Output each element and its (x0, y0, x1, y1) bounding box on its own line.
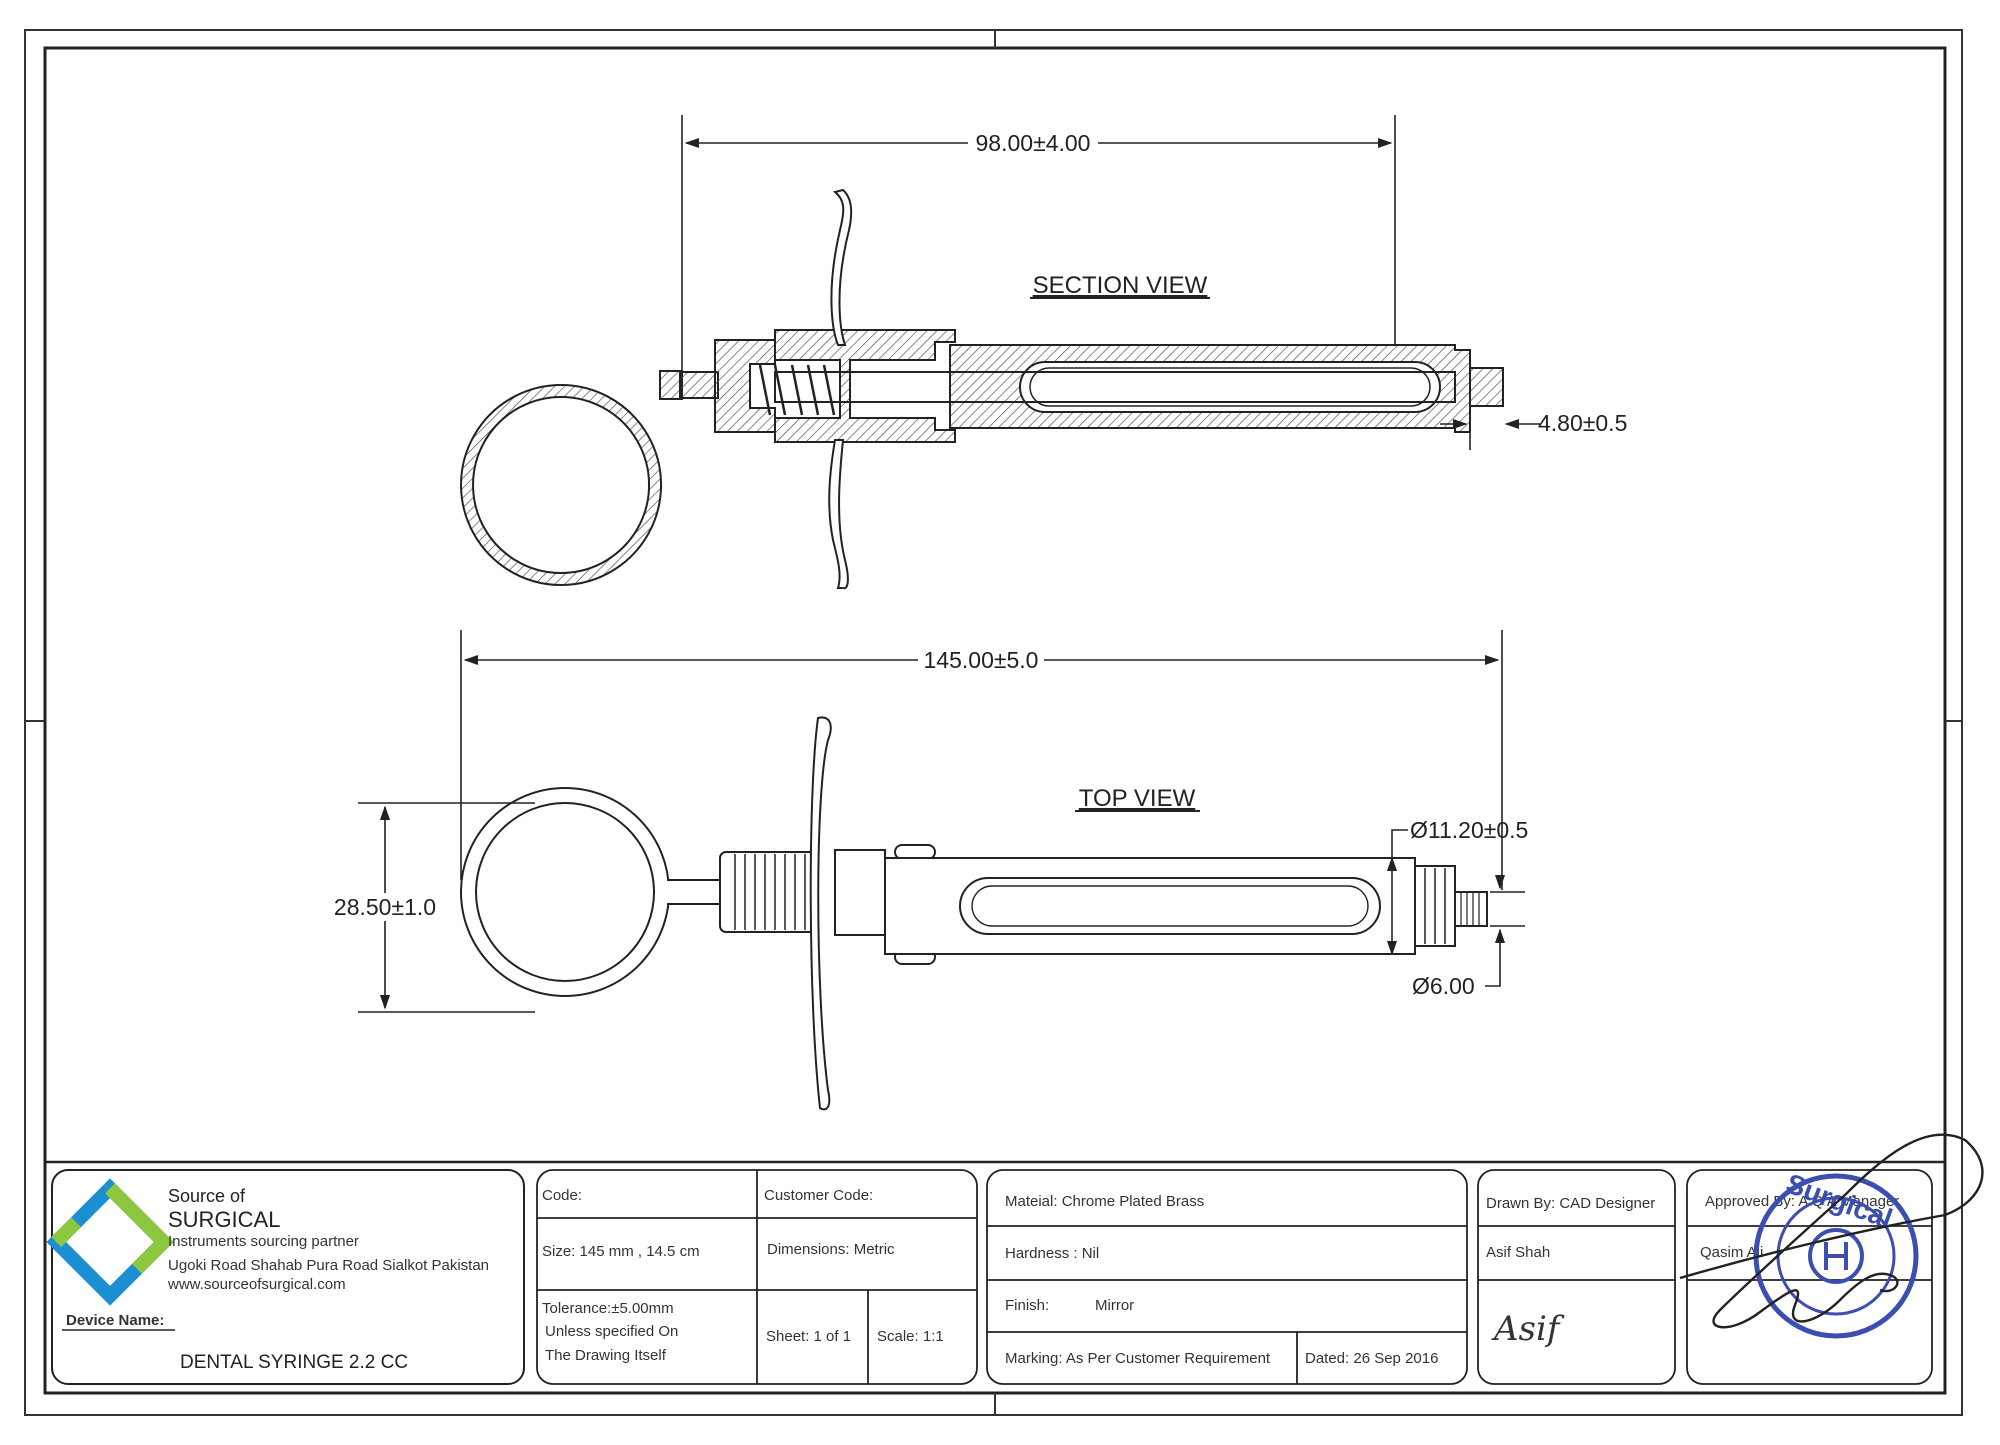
dim-tip-thread (1485, 875, 1525, 987)
device-name-label: Device Name: (66, 1312, 164, 1329)
tolerance-line-3: The Drawing Itself (545, 1347, 667, 1364)
company-name-line2: SURGICAL (168, 1207, 280, 1232)
approved-by-name: Qasim Ali (1700, 1244, 1763, 1261)
company-address: Ugoki Road Shahab Pura Road Sialkot Paki… (168, 1257, 489, 1274)
top-flange-cap-top (894, 844, 936, 860)
hardness-value: Hardness : Nil (1005, 1245, 1099, 1262)
tolerance-line-1: Tolerance:±5.00mm (542, 1300, 674, 1317)
section-ring-stem (659, 370, 683, 400)
dim-ring-height-bg (328, 893, 443, 921)
scale-value: Scale: 1:1 (877, 1328, 944, 1345)
drawn-by-label: Drawn By: CAD Designer (1486, 1195, 1655, 1212)
section-tip (1469, 367, 1504, 407)
company-logo (46, 1178, 174, 1306)
sheet-value: Sheet: 1 of 1 (766, 1328, 851, 1345)
drawn-by-signature: Asif (1491, 1309, 1565, 1349)
top-finger-ring-inner (475, 802, 655, 982)
material-value: Mateial: Chrome Plated Brass (1005, 1193, 1204, 1210)
dim-section-length-bg (968, 128, 1098, 156)
top-front-knurl-lines (1424, 868, 1446, 944)
top-tip-thread-lines (1460, 893, 1480, 925)
section-barrel-inner (1029, 367, 1431, 407)
inner-frame (43, 46, 1947, 1395)
dim-overall-length-label: 145.00±5.0 (924, 647, 1039, 673)
code-label: Code: (542, 1187, 582, 1204)
section-view (460, 188, 1504, 590)
company-name-line1: Source of (168, 1186, 246, 1206)
drawn-by-name: Asif Shah (1486, 1244, 1550, 1261)
dim-tip-thread-label: Ø6.00 (1412, 973, 1475, 999)
dimensions-value: Dimensions: Metric (767, 1241, 895, 1258)
section-finger-ring (460, 384, 663, 586)
tolerance-line-2: Unless specified On (545, 1323, 678, 1340)
section-plunger-rod (774, 371, 1456, 403)
company-tagline: Instruments sourcing partner (168, 1233, 359, 1250)
section-rear-nut (714, 339, 776, 433)
top-finger-flange (809, 716, 832, 1111)
dim-ring-height-label: 28.50±1.0 (334, 894, 436, 920)
dated-value: Dated: 26 Sep 2016 (1305, 1350, 1438, 1367)
dim-tip-diameter-label: 4.80±0.5 (1538, 410, 1627, 436)
codes-panel (536, 1169, 978, 1385)
top-ring-stem (667, 879, 721, 905)
top-flange-block (834, 849, 886, 936)
section-finger-flange (830, 188, 853, 346)
finish-label: Finish: (1005, 1297, 1049, 1314)
customer-code-label: Customer Code: (764, 1187, 873, 1204)
finish-value: Mirror (1095, 1297, 1134, 1314)
dim-tip-diameter (1440, 405, 1540, 450)
top-view-title: TOP VIEW (1079, 785, 1196, 812)
size-value: Size: 145 mm , 14.5 cm (542, 1243, 700, 1260)
section-finger-flange-lower (828, 439, 849, 590)
approver-signature (1679, 1133, 1984, 1329)
drawn-by-panel (1477, 1169, 1676, 1385)
top-tip-thread (1454, 891, 1488, 927)
top-rear-knurl-lines (734, 854, 806, 930)
section-view-title: SECTION VIEW (1033, 272, 1208, 299)
device-name: DENTAL SYRINGE 2.2 CC (180, 1352, 408, 1373)
section-spring-housing (774, 329, 956, 443)
dim-barrel-diameter (1386, 829, 1408, 956)
top-barrel-window-inner (971, 885, 1369, 927)
dim-barrel-diameter-label: Ø11.20±0.5 (1410, 817, 1528, 843)
dim-section-length-label: 98.00±4.00 (976, 130, 1091, 156)
section-plunger-end (679, 371, 719, 399)
centering-marks (25, 30, 1962, 1415)
company-panel: Source of SURGICAL Instruments sourcing … (46, 1169, 525, 1385)
section-spring (758, 364, 836, 416)
section-barrel-bore (1019, 361, 1441, 413)
top-view (460, 716, 1488, 1111)
material-panel (986, 1169, 1468, 1385)
company-website: www.sourceofsurgical.com (167, 1276, 346, 1293)
outer-frame (24, 29, 1963, 1416)
approved-by-label: Approved By: A Q A Manager (1705, 1193, 1899, 1210)
dim-overall-length-bg (918, 645, 1044, 673)
marking-value: Marking: As Per Customer Requirement (1005, 1350, 1271, 1367)
